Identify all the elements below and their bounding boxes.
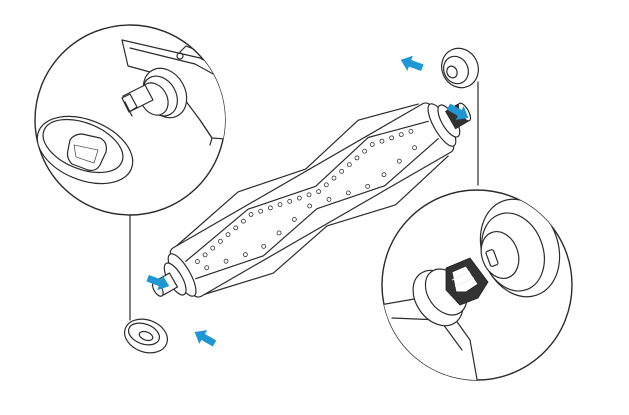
arrow-icon xyxy=(146,55,469,347)
zoom-circle-right xyxy=(381,189,573,381)
bristle-dots xyxy=(195,128,417,271)
arrow-top-right xyxy=(446,103,469,120)
brush-roll xyxy=(151,102,472,298)
arrow-top-left xyxy=(400,55,424,72)
end-cap-icon xyxy=(124,47,479,354)
leader-lines xyxy=(129,81,479,321)
arrow-bottom-left xyxy=(146,274,170,291)
end-cap-bottom-left xyxy=(124,318,168,354)
arrow-bottom-right xyxy=(194,330,217,347)
end-cap-top-right xyxy=(441,47,479,89)
zoom-circle-left xyxy=(34,24,226,216)
